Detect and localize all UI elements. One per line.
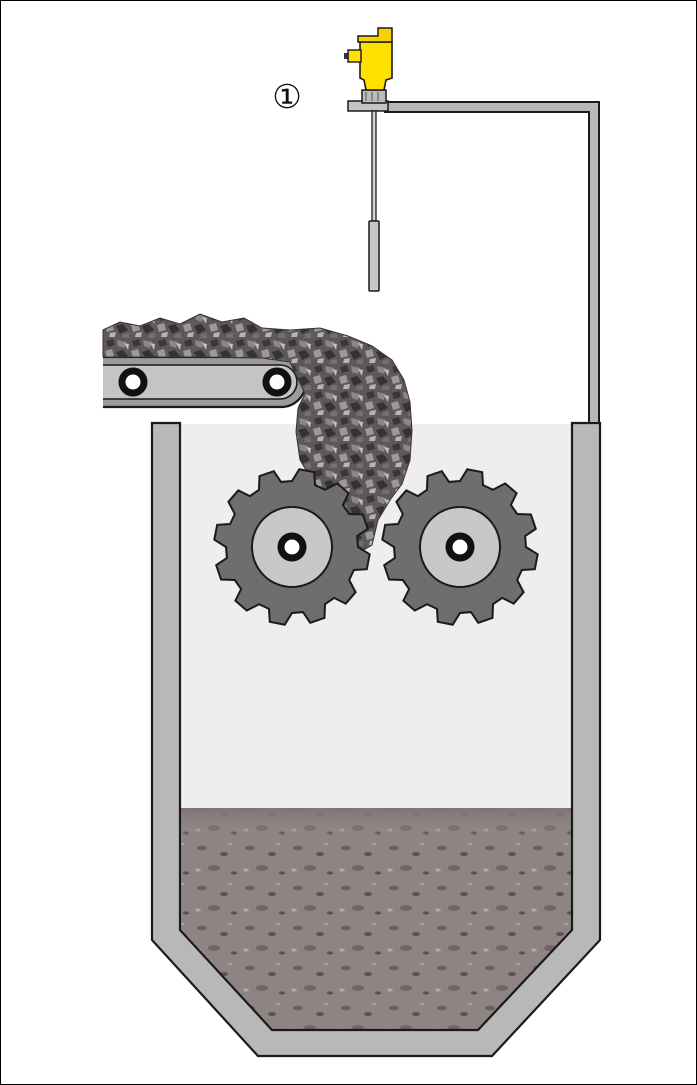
conveyor-belt: [103, 357, 306, 407]
sensor-cable-gland: [348, 50, 361, 62]
sensor-weight: [369, 221, 379, 291]
sensor-cable: [372, 111, 376, 221]
sensor-gland-tip: [344, 53, 349, 59]
callout-number-1: ①: [270, 80, 304, 114]
crusher-axle-right: [449, 536, 471, 558]
conveyor-roller-right: [266, 371, 288, 393]
conveyor-roller-left: [122, 371, 144, 393]
crusher-axle-left: [281, 536, 303, 558]
